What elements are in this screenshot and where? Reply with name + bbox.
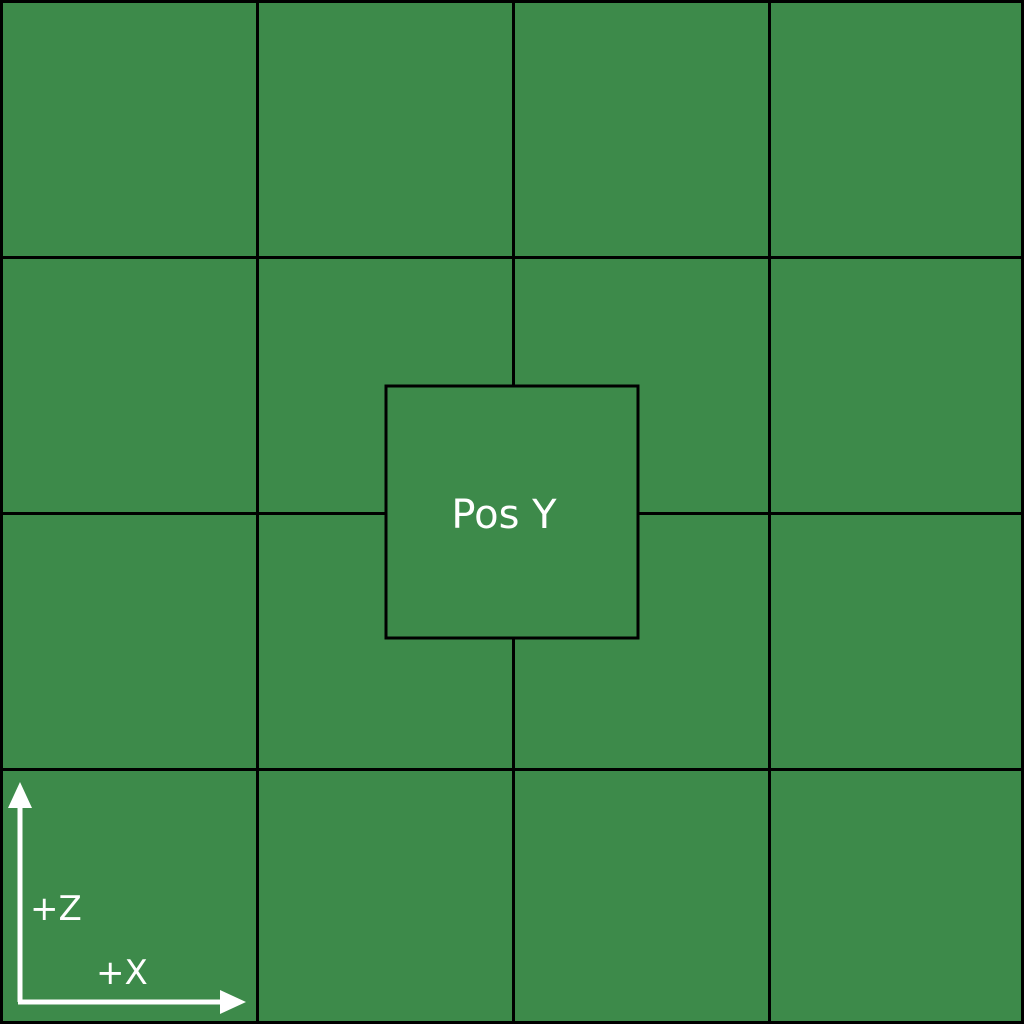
grid-tile	[0, 256, 259, 515]
z-axis-label: +Z	[30, 889, 82, 929]
center-tile	[384, 384, 640, 640]
center-tile-label: Pos Y	[451, 492, 557, 538]
grid-tile	[768, 768, 1024, 1024]
grid-tile	[768, 512, 1024, 771]
grid-tile	[768, 256, 1024, 515]
z-axis-arrowhead	[8, 782, 32, 808]
axis-indicator: +Z +X	[8, 782, 246, 1014]
grid-tile	[256, 0, 515, 259]
grid-tile	[512, 0, 771, 259]
grid-tile	[0, 768, 259, 1024]
grid-tile	[768, 0, 1024, 259]
x-axis-label: +X	[96, 953, 148, 993]
grid-tile	[0, 0, 259, 259]
grid-tile	[512, 768, 771, 1024]
grid-tile	[0, 512, 259, 771]
grid-tile	[256, 768, 515, 1024]
x-axis-arrowhead	[220, 990, 246, 1014]
